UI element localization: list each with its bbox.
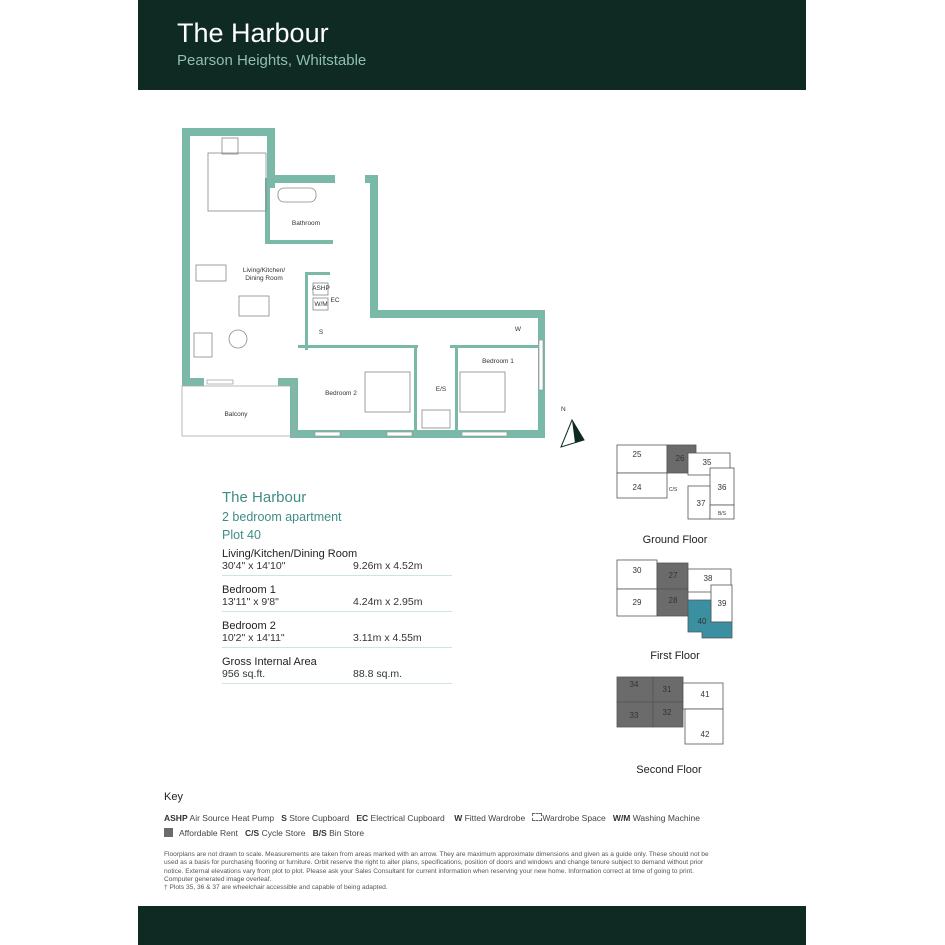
plot-40: 40 [698, 617, 707, 626]
plot-42: 42 [701, 730, 710, 739]
key-abbr: W [454, 813, 463, 823]
first-floor-label: First Floor [650, 650, 700, 662]
label-ashp: ASHP [312, 285, 330, 292]
page-title: The Harbour [177, 18, 329, 48]
wardrobe-space-icon [532, 813, 543, 821]
spec-type: 2 bedroom apartment [222, 510, 342, 524]
plot-31: 31 [663, 685, 672, 694]
plot-28: 28 [669, 596, 678, 605]
imperial: 13'11" x 9'8" [222, 596, 279, 608]
plot-38: 38 [704, 574, 713, 583]
disclaimer: Floorplans are not drawn to scale. Measu… [164, 851, 724, 892]
plot-27: 27 [669, 571, 678, 580]
plot-29: 29 [633, 598, 642, 607]
spec-name: The Harbour [222, 489, 307, 506]
room-label-living: Living/Kitchen/ [243, 267, 285, 274]
key-abbr: B/S [312, 828, 327, 838]
label-bs: B/S [718, 511, 727, 517]
metric: 4.24m x 2.95m [353, 596, 423, 608]
header-banner: The Harbour Pearson Heights, Whitstable [138, 0, 806, 90]
footer-banner [138, 906, 806, 945]
key-row-1: ASHP Air Source Heat Pump S Store Cupboa… [164, 813, 700, 823]
second-floor-keyplan [616, 676, 724, 745]
plot-39: 39 [718, 599, 727, 608]
room-label-bedroom1: Bedroom 1 [482, 358, 514, 365]
room-label-bathroom: Bathroom [292, 220, 320, 227]
key-abbr: ASHP [164, 813, 188, 823]
plot-32: 32 [663, 708, 672, 717]
disclaimer-text: Floorplans are not drawn to scale. Measu… [164, 851, 709, 883]
room-name: Bedroom 1 [222, 584, 276, 596]
key-text: Cycle Store [261, 828, 306, 838]
plot-30: 30 [633, 566, 642, 575]
ground-floor-keyplan [616, 444, 735, 520]
plot-41: 41 [701, 690, 710, 699]
label-ec: EC [330, 297, 339, 304]
second-floor-label: Second Floor [636, 764, 702, 776]
plot-34: 34 [630, 680, 639, 689]
plot-33: 33 [630, 711, 639, 720]
spec-plot: Plot 40 [222, 528, 261, 542]
metric: 3.11m x 4.55m [353, 632, 422, 644]
plot-24: 24 [633, 483, 642, 492]
affordable-rent-swatch-icon [164, 828, 173, 837]
plot-37: 37 [697, 499, 706, 508]
room-label-ensuite: E/S [436, 386, 447, 393]
key-text: Wardrobe Space [542, 813, 606, 823]
room-dimensions: Living/Kitchen/Dining Room 30'4" x 14'10… [222, 546, 452, 576]
room-name: Living/Kitchen/Dining Room [222, 548, 358, 560]
key-row-2: Affordable Rent C/S Cycle Store B/S Bin … [164, 828, 364, 838]
first-floor-keyplan [616, 559, 733, 639]
key-text: Washing Machine [632, 813, 700, 823]
plot-35: 35 [703, 458, 712, 467]
key-text: Bin Store [329, 828, 365, 838]
room-name: Gross Internal Area [222, 656, 317, 668]
room-label-living-2: Dining Room [245, 275, 283, 282]
gross-area: Gross Internal Area 956 sq.ft. 88.8 sq.m. [222, 654, 452, 684]
label-cs: C/S [669, 487, 678, 493]
metric: 9.26m x 4.52m [353, 560, 423, 572]
room-dimensions: Bedroom 1 13'11" x 9'8" 4.24m x 2.95m [222, 582, 452, 612]
key-text: Store Cupboard [289, 813, 350, 823]
spec-panel: The Harbour 2 bedroom apartment Plot 40 … [222, 489, 452, 690]
north-arrow-icon [560, 418, 585, 448]
walls [182, 128, 545, 438]
ground-floor-label: Ground Floor [642, 534, 708, 546]
plot-26: 26 [676, 454, 685, 463]
key-abbr: S [281, 813, 287, 823]
label-store: S [319, 329, 324, 336]
room-dimensions: Bedroom 2 10'2" x 14'11" 3.11m x 4.55m [222, 618, 452, 648]
key-abbr: W/M [612, 813, 631, 823]
balcony-outline [181, 385, 295, 437]
imperial: 956 sq.ft. [222, 668, 266, 680]
plot-25: 25 [633, 450, 642, 459]
key-text: Affordable Rent [179, 828, 238, 838]
north-label: N [561, 406, 566, 413]
metric: 88.8 sq.m. [353, 668, 403, 680]
plot-36: 36 [718, 483, 727, 492]
key-abbr: EC [356, 813, 369, 823]
imperial: 10'2" x 14'11" [222, 632, 285, 644]
key-title: Key [164, 791, 183, 803]
label-wm: W/M [314, 301, 327, 308]
footnote: † Plots 35, 36 & 37 are wheelchair acces… [164, 884, 388, 892]
label-wardrobe: W [515, 326, 522, 333]
key-text: Air Source Heat Pump [189, 813, 275, 823]
room-label-bedroom2: Bedroom 2 [325, 390, 357, 397]
room-label-balcony: Balcony [224, 411, 248, 418]
key-text: Fitted Wardrobe [464, 813, 526, 823]
page-subtitle: Pearson Heights, Whitstable [177, 52, 367, 69]
fixtures [193, 137, 506, 429]
windows [206, 339, 544, 437]
room-name: Bedroom 2 [222, 620, 276, 632]
imperial: 30'4" x 14'10" [222, 560, 286, 572]
key-text: Electrical Cupboard [370, 813, 445, 823]
key-abbr: C/S [245, 828, 260, 838]
